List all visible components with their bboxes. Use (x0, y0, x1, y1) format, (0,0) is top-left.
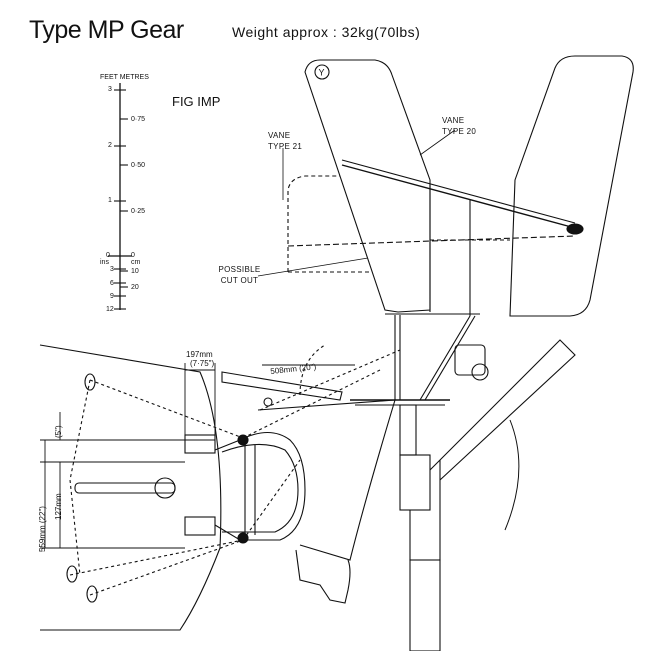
dimension-lines (40, 363, 355, 549)
scale-in-9: 9 (110, 293, 114, 300)
scale-in-12: 12 (106, 306, 114, 313)
vane-type-20 (509, 55, 634, 317)
dim-127mm: 127mm (54, 493, 63, 520)
scale-metres-025: 0·25 (131, 208, 146, 215)
counterweight-arm (287, 159, 584, 247)
dim-197mm: 197mm (186, 350, 213, 359)
leader-lines (257, 129, 456, 277)
scale-feet-1: 1 (108, 197, 112, 204)
tiller-arm (221, 371, 343, 407)
scale-metres-0: 0 (131, 252, 135, 259)
vane-type-21: Y (304, 59, 471, 316)
scale-bar (108, 83, 132, 310)
dim-5in: (5") (54, 425, 63, 438)
scale-cm-10: 10 (131, 268, 139, 275)
cut-out-label: POSSIBLE CUT OUT (218, 265, 261, 285)
weight-note: Weight approx : 32kg(70lbs) (232, 24, 421, 40)
scale-ins-label: ins (100, 259, 109, 266)
svg-text:Y: Y (319, 68, 325, 78)
steering-lines (69, 349, 401, 596)
dim-775in: (7·75") (190, 359, 215, 368)
scale-cm-20: 20 (131, 284, 139, 291)
scale-feet-0: 0 (106, 252, 110, 259)
scale-metres-050: 0·50 (131, 162, 146, 169)
scale-in-6: 6 (110, 280, 114, 287)
vane-21-label: VANE TYPE 21 (268, 131, 303, 151)
drawing-title: Type MP Gear (29, 16, 184, 44)
scale-feet-2: 2 (108, 142, 112, 149)
scale-units-top: FEET METRES (100, 74, 149, 81)
pendulum-shaft (299, 339, 576, 651)
hull-transom (39, 344, 396, 631)
scale-metres-075: 0·75 (131, 116, 146, 123)
vane-20-label: VANE TYPE 20 (442, 116, 477, 136)
scale-in-3: 3 (110, 266, 114, 273)
figure-label: FIG IMP (172, 94, 221, 109)
mounting-bracket (66, 373, 306, 603)
scale-cm-label: cm (131, 259, 141, 266)
dim-559mm: 559mm (22") (38, 506, 47, 552)
vane-frame (350, 313, 489, 406)
scale-feet-3: 3 (108, 86, 112, 93)
